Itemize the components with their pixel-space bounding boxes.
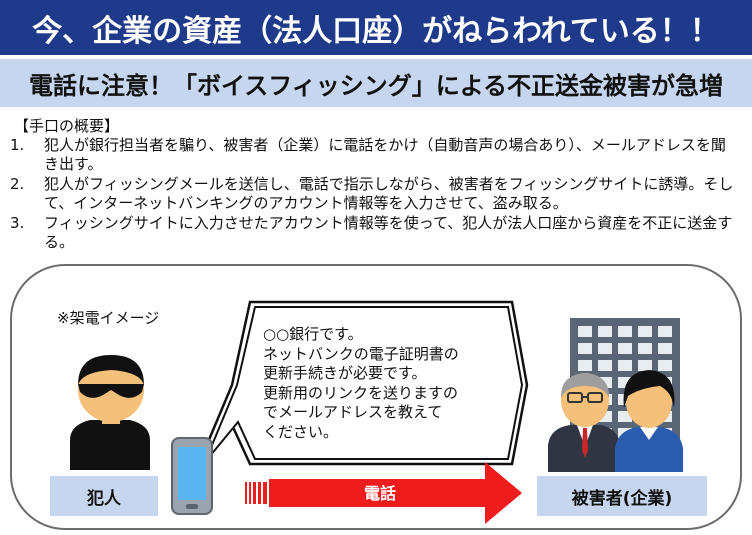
steps-heading: 【手口の概要】 (14, 117, 120, 135)
step-number: 1. (10, 136, 25, 154)
list-item: 1. 犯人が銀行担当者を騙り、被害者（企業）に電話をかけ（自動音声の場合あり）、… (8, 136, 748, 174)
victim-man-icon (548, 373, 620, 472)
speech-bubble-inner (204, 306, 524, 463)
speech-line: 更新用のリンクを送りますの (263, 383, 459, 402)
victim-woman-icon (615, 370, 683, 472)
page-title: 今、企業の資産（法人口座）がねらわれている！！ (0, 0, 752, 55)
steps-section: 【手口の概要】 1. 犯人が銀行担当者を騙り、被害者（企業）に電話をかけ（自動音… (8, 116, 748, 253)
steps-list: 1. 犯人が銀行担当者を騙り、被害者（企業）に電話をかけ（自動音声の場合あり）、… (8, 136, 748, 252)
criminal-label: 犯人 (50, 476, 158, 516)
speech-line: ○○銀行です。 (263, 325, 363, 343)
page-subtitle: 電話に注意！「ボイスフィッシング」による不正送金被害が急増 (0, 59, 752, 107)
step-number: 3. (10, 214, 25, 232)
victim-label: 被害者(企業) (537, 476, 707, 516)
speech-line: 更新手続きが必要です。 (263, 364, 427, 382)
list-item: 3. フィッシングサイトに入力させたアカウント情報等を使って、犯人が法人口座から… (8, 214, 748, 252)
step-text: 犯人が銀行担当者を騙り、被害者（企業）に電話をかけ（自動音声の場合あり）、メール… (44, 136, 726, 173)
phone-arrow (245, 462, 522, 524)
phone-label: 電話 (363, 484, 396, 503)
speech-line: ください。 (263, 422, 339, 441)
speech-line: ネットバンクの電子証明書の (263, 344, 459, 363)
step-number: 2. (10, 175, 25, 193)
speech-line: でメールアドレスを教えて (263, 403, 443, 421)
image-note: ※架電イメージ (57, 309, 160, 327)
step-text: フィッシングサイトに入力させたアカウント情報等を使って、犯人が法人口座から資産を… (44, 214, 733, 251)
smartphone-icon (171, 437, 213, 515)
step-text: 犯人がフィッシングメールを送信し、電話で指示しながら、被害者をフィッシングサイト… (44, 175, 734, 212)
list-item: 2. 犯人がフィッシングメールを送信し、電話で指示しながら、被害者をフィッシング… (8, 175, 748, 213)
speech-bubble-text: ○○銀行です。 ネットバンクの電子証明書の 更新手続きが必要です。 更新用のリン… (263, 325, 513, 442)
criminal-icon (70, 355, 150, 470)
